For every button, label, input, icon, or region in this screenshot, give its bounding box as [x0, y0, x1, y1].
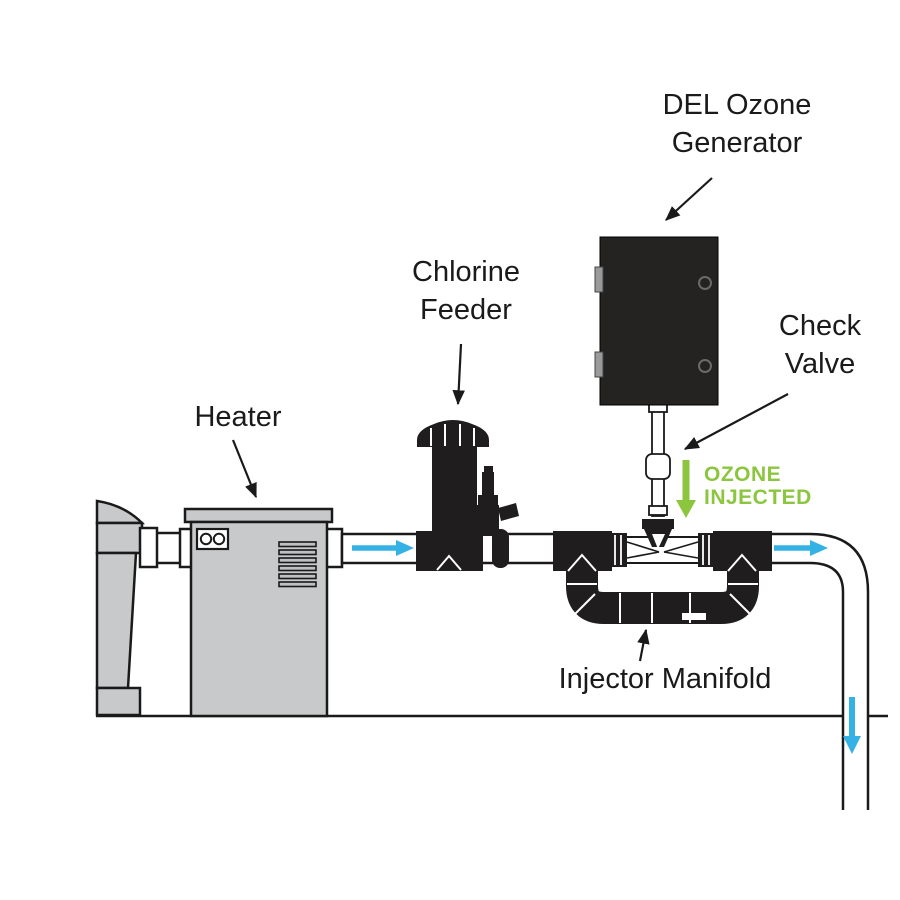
feeder-control-valve — [477, 466, 519, 536]
feeder-cap — [417, 420, 489, 447]
chlorine-feeder — [416, 420, 519, 571]
ozone-generator-label-line2: Generator — [671, 126, 803, 159]
heater-vent-slats — [278, 541, 317, 588]
chlorine-feeder-label-line1: Chlorine — [412, 256, 520, 288]
mounting-tab-top — [594, 266, 604, 293]
flow-arrow-right-2 — [774, 540, 828, 556]
venturi-taper-lines — [626, 541, 699, 559]
heater-label: Heater — [194, 401, 282, 433]
injection-port — [642, 519, 674, 549]
pointer-injector-manifold — [637, 628, 650, 662]
ozone-injected-label-line1: OZONE — [704, 463, 782, 486]
pointer-check-valve — [683, 393, 789, 450]
ozone-injected-label: OZONE INJECTED — [704, 463, 812, 509]
check-valve-body — [645, 453, 671, 480]
ozone-generator-box — [599, 236, 719, 406]
pipe-return-elbow — [770, 532, 870, 810]
ozone-generator-label: DEL Ozone Generator — [663, 87, 812, 162]
manifold-right-tee — [713, 531, 772, 571]
ozone-injected-label-line2: INJECTED — [704, 486, 812, 510]
pointer-chlorine-feeder — [452, 343, 465, 406]
bypass-loop — [566, 566, 759, 624]
injector-manifold-label: Injector Manifold — [558, 663, 772, 695]
chlorine-feeder-label-line2: Feeder — [420, 293, 512, 326]
chlorine-feeder-label: Chlorine Feeder — [412, 254, 520, 329]
pump-filter — [95, 499, 146, 717]
feeder-tee — [416, 531, 483, 571]
heater-lid — [183, 507, 334, 524]
ozone-generator-label-line1: DEL Ozone — [662, 89, 812, 121]
heater — [178, 507, 344, 718]
screw-top — [698, 276, 712, 290]
screw-bottom — [698, 359, 712, 373]
check-valve — [645, 402, 671, 517]
feeder-union — [492, 529, 509, 568]
ozone-injected-arrow — [676, 460, 696, 518]
pointer-heater — [231, 439, 258, 499]
check-valve-label-line1: Check — [778, 310, 862, 342]
flow-arrow-down — [843, 697, 861, 754]
flow-arrow-right-1 — [352, 540, 414, 556]
feeder-body — [432, 445, 477, 537]
manifold-left-tee — [553, 531, 612, 571]
injector-manifold — [553, 519, 772, 624]
mounting-tab-bottom — [594, 351, 604, 378]
check-valve-label: Check Valve — [779, 308, 861, 383]
venturi-unions — [610, 533, 715, 567]
ozone-generator — [594, 236, 719, 406]
pointer-ozone-generator — [665, 177, 713, 221]
check-valve-label-line2: Valve — [784, 347, 856, 380]
